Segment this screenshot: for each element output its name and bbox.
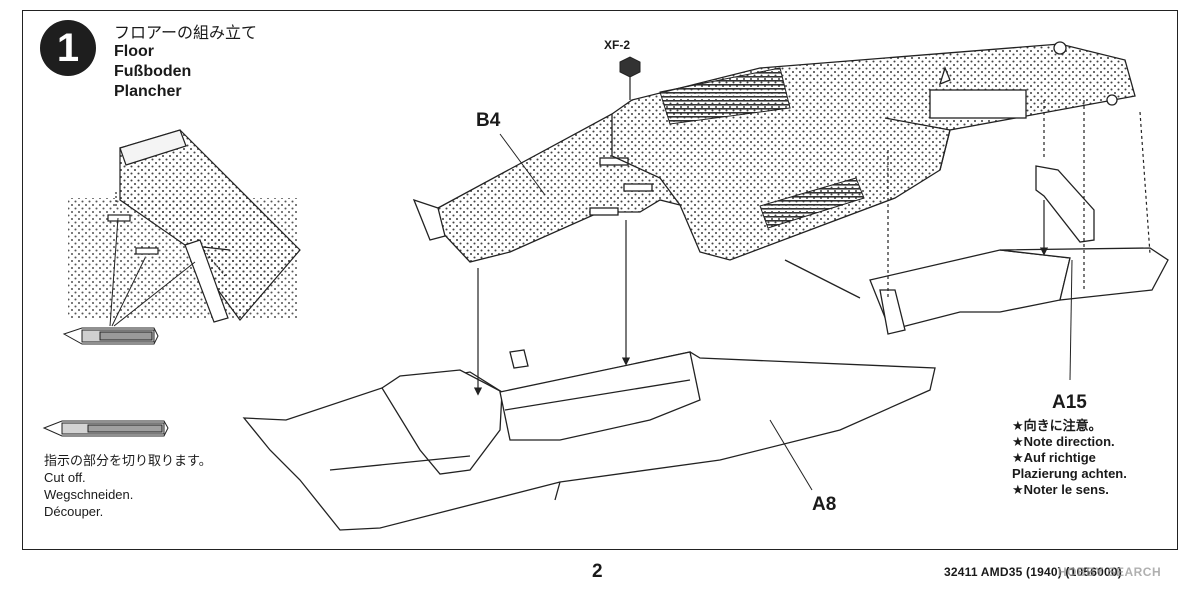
knife-icon: [42, 420, 169, 437]
cut-note-de: Wegschneiden.: [44, 487, 134, 502]
inset-pointer-lines: [109, 217, 196, 327]
label-leaders: [499, 133, 1073, 491]
step-title-jp: フロアーの組み立て: [114, 25, 258, 42]
direction-note-en: ★Note direction.: [1012, 434, 1115, 449]
paint-hex-icon: [619, 56, 641, 100]
direction-note-fr: ★Noter le sens.: [1012, 482, 1109, 497]
direction-note-jp: ★向きに注意。: [1012, 418, 1102, 433]
knife-icon: [62, 327, 159, 345]
a15-part: [1035, 165, 1095, 243]
page-frame: [22, 10, 1178, 550]
inset-detail: [68, 129, 301, 323]
part-label-b4: B4: [476, 110, 501, 131]
paint-label-xf2: XF-2: [604, 38, 631, 52]
direction-note-de-2: Plazierung achten.: [1012, 466, 1127, 481]
product-code: 32411 AMD35 (1940) (1056000): [944, 565, 1122, 579]
cut-note-jp: 指示の部分を切り取ります。: [44, 453, 212, 468]
watermark-logo: HOBBY SEARCH: [1058, 565, 1162, 579]
step-number-badge: 1: [40, 20, 96, 76]
hull-a8-part: [242, 247, 1169, 531]
page-number: 2: [592, 561, 603, 582]
step-title-de: Fußboden: [114, 63, 192, 80]
step-title-multilang: Floor Fußboden Plancher: [114, 42, 191, 102]
floor-b4-part: [412, 41, 1136, 263]
direction-note: ★向きに注意。 ★Note direction. ★Auf richtige P…: [1012, 418, 1127, 498]
assembly-arrows: [473, 100, 1151, 396]
cut-note-fr: Découper.: [44, 504, 104, 519]
part-label-a15: A15: [1052, 392, 1087, 413]
direction-note-de-1: ★Auf richtige: [1012, 450, 1096, 465]
step-title-fr: Plancher: [114, 83, 182, 100]
part-label-a8: A8: [812, 494, 837, 515]
cut-note-en: Cut off.: [44, 470, 86, 485]
cut-note: 指示の部分を切り取ります。 Cut off. Wegschneiden. Déc…: [44, 452, 212, 520]
step-title-en: Floor: [114, 43, 154, 60]
